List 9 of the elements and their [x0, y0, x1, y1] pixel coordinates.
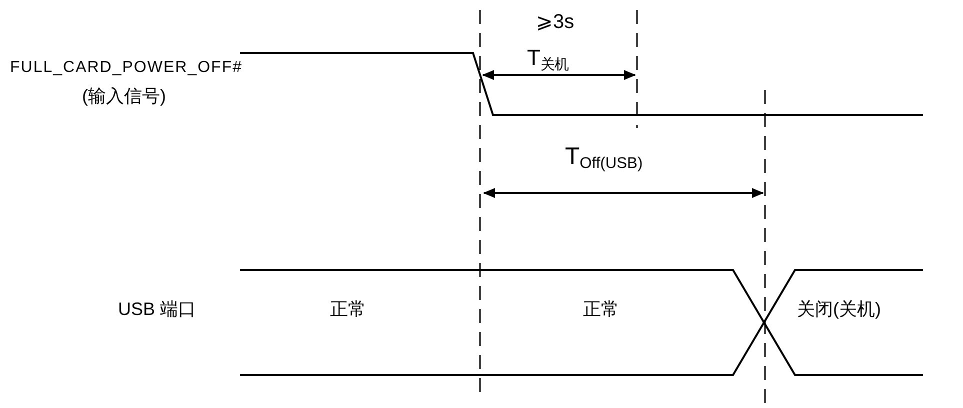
timing-label: T$_{关机}$ — [527, 44, 568, 72]
signal-name: FULL_CARD_POWER_OFF# — [10, 58, 242, 78]
duration-label: ⩾3s — [536, 10, 574, 35]
timing-label: T$_{Off(USB)}$ — [565, 142, 643, 172]
port-name: USB 端口 — [118, 298, 196, 320]
state-label: 正常 — [583, 298, 619, 320]
signal-note: (输入信号) — [82, 85, 166, 108]
state-label: 关闭(关机) — [797, 298, 881, 320]
state-label: 正常 — [330, 298, 366, 320]
